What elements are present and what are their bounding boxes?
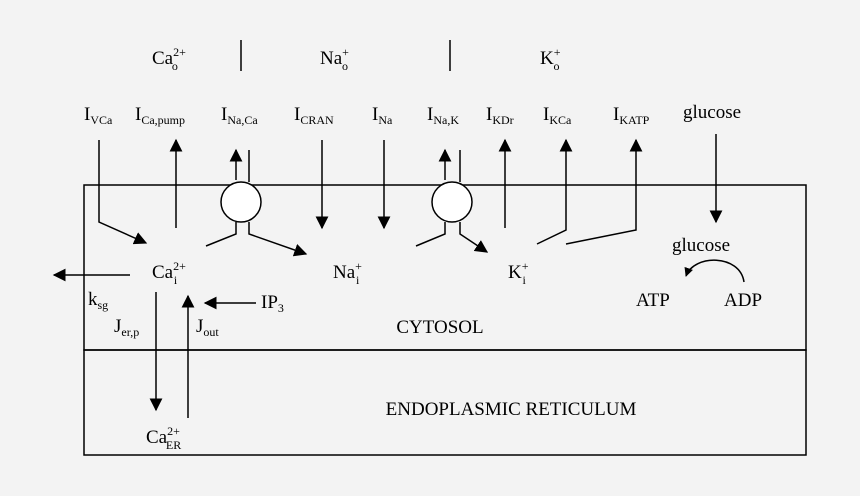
na-outside-label: Na+o [320, 45, 349, 73]
na-k-pump-k-arrow [459, 222, 489, 253]
current-label-ca-pump: ICa,pump [135, 104, 185, 127]
i-vca-arrow [98, 140, 148, 245]
na-k-pump-na-line [415, 222, 446, 247]
current-label-kca: IKCa [543, 104, 572, 127]
glucose-outside-label: glucose [683, 102, 741, 123]
jerp-label: Jer,p [114, 316, 139, 339]
ksg-label: ksg [88, 289, 108, 312]
current-label-cran: ICRAN [294, 104, 334, 127]
na-ca-exchanger-ca-line [205, 222, 237, 247]
jout-label: Jout [196, 316, 219, 339]
k-outside-label: K+o [540, 45, 561, 73]
ca-outside-label: Ca2+o [152, 45, 186, 73]
adp-label: ADP [724, 290, 762, 311]
na-ca-exchanger [220, 181, 262, 223]
adp-to-atp-arrow [684, 259, 745, 283]
na-ca-exchanger-na-arrow [248, 222, 308, 257]
current-label-kdr: IKDr [486, 104, 514, 127]
k-inside-label: K+i [508, 259, 529, 287]
current-label-katp: IKATP [613, 104, 650, 127]
current-label-na-k: INa,K [427, 104, 459, 127]
glucose-inside-label: glucose [672, 235, 730, 256]
er-compartment [83, 349, 807, 456]
ip3-label: IP3 [261, 292, 284, 315]
ca-er-label: Ca2+ER [146, 424, 181, 452]
na-k-pump [431, 181, 473, 223]
ca-inside-label: Ca2+i [152, 259, 186, 287]
i-katp-arrow [565, 138, 643, 245]
current-label-na: INa [372, 104, 393, 127]
cytosol-label: CYTOSOL [396, 317, 483, 338]
current-label-na-ca: INa,Ca [221, 104, 258, 127]
er-label: ENDOPLASMIC RETICULUM [386, 399, 637, 420]
i-kca-arrow [536, 138, 573, 245]
na-inside-label: Na+i [333, 259, 362, 287]
atp-label: ATP [636, 290, 670, 311]
current-label-vca: IVCa [84, 104, 113, 127]
